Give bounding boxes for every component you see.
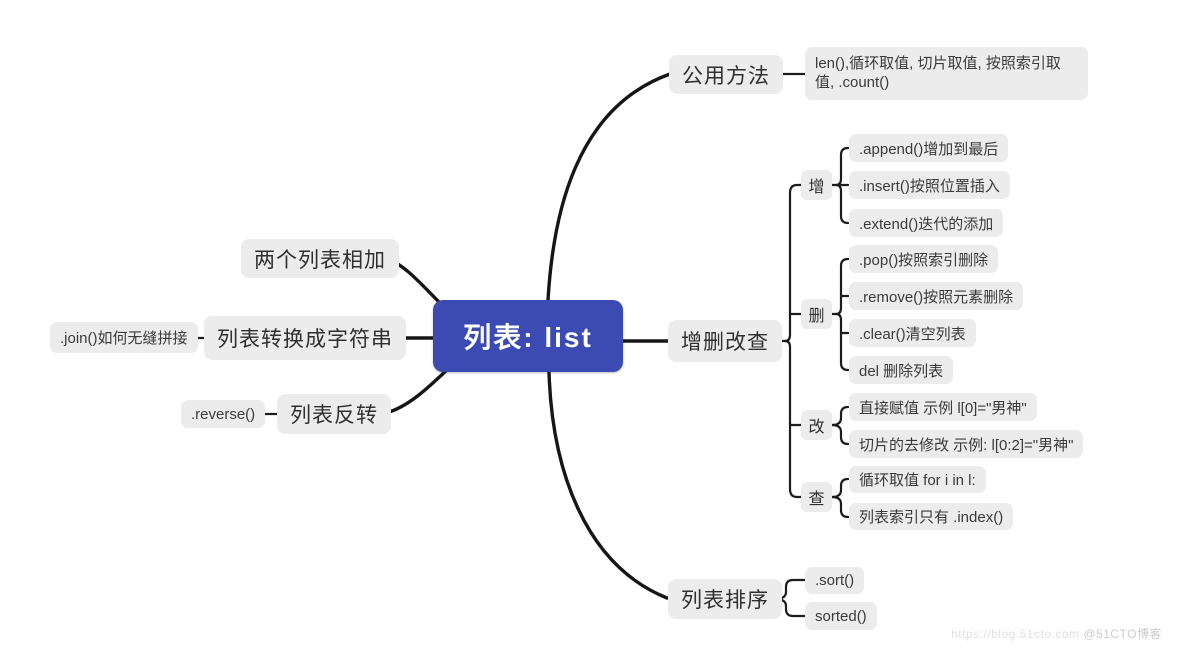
node-join-method[interactable]: .join()如何无缝拼接 bbox=[50, 322, 198, 353]
node-remove-method[interactable]: .remove()按照元素删除 bbox=[849, 282, 1024, 310]
connector-delete-up bbox=[834, 257, 850, 316]
node-slice-modify[interactable]: 切片的去修改 示例: l[0:2]="男神" bbox=[849, 430, 1084, 458]
watermark-handle: @51CTO博客 bbox=[1083, 627, 1162, 641]
node-common-methods[interactable]: 公用方法 bbox=[669, 55, 783, 94]
node-del-statement[interactable]: del 删除列表 bbox=[849, 356, 954, 384]
connector-query-down bbox=[830, 495, 850, 519]
node-direct-assign[interactable]: 直接赋值 示例 l[0]="男神" bbox=[849, 393, 1037, 421]
connector-delete-down bbox=[834, 312, 850, 372]
connector-crud-up-add bbox=[783, 183, 803, 343]
node-two-lists-add[interactable]: 两个列表相加 bbox=[241, 239, 399, 278]
node-delete[interactable]: 删 bbox=[801, 299, 832, 329]
connector-root-list-sort bbox=[547, 370, 669, 600]
node-list-to-string[interactable]: 列表转换成字符串 bbox=[204, 316, 406, 360]
watermark: https://blog.51cto.com @51CTO博客 bbox=[951, 625, 1162, 642]
connector-root-common-methods bbox=[546, 72, 672, 302]
node-extend-method[interactable]: .extend()迭代的添加 bbox=[849, 209, 1004, 237]
connector-modify-up bbox=[830, 405, 850, 427]
connector-modify-down bbox=[830, 423, 850, 446]
connector-crud-down-query bbox=[783, 339, 803, 499]
node-list-sort[interactable]: 列表排序 bbox=[668, 579, 782, 619]
node-list-reverse[interactable]: 列表反转 bbox=[277, 394, 391, 434]
node-add[interactable]: 增 bbox=[801, 170, 832, 200]
connector-query-up bbox=[830, 477, 850, 499]
node-query[interactable]: 查 bbox=[801, 482, 832, 512]
connector-add-down bbox=[834, 183, 850, 225]
node-modify[interactable]: 改 bbox=[801, 410, 832, 440]
connector-root-list-reverse bbox=[384, 366, 451, 415]
node-common-methods-detail[interactable]: len(),循环取值, 切片取值, 按照索引取值, .count() bbox=[805, 47, 1088, 100]
connector-add-up bbox=[834, 146, 850, 187]
node-reverse-method[interactable]: .reverse() bbox=[181, 400, 266, 428]
node-pop-method[interactable]: .pop()按照索引删除 bbox=[849, 245, 999, 273]
node-insert-method[interactable]: .insert()按照位置插入 bbox=[849, 171, 1010, 199]
node-root-list[interactable]: 列表: list bbox=[433, 300, 623, 372]
node-clear-method[interactable]: .clear()清空列表 bbox=[849, 319, 976, 347]
node-sorted-function[interactable]: sorted() bbox=[805, 602, 877, 630]
node-crud[interactable]: 增删改查 bbox=[668, 320, 782, 362]
node-index-method[interactable]: 列表索引只有 .index() bbox=[849, 503, 1014, 530]
node-append-method[interactable]: .append()增加到最后 bbox=[849, 134, 1009, 162]
watermark-url: https://blog.51cto.com bbox=[951, 627, 1080, 641]
node-sort-method[interactable]: .sort() bbox=[805, 567, 865, 594]
node-loop-values[interactable]: 循环取值 for i in l: bbox=[849, 466, 986, 493]
